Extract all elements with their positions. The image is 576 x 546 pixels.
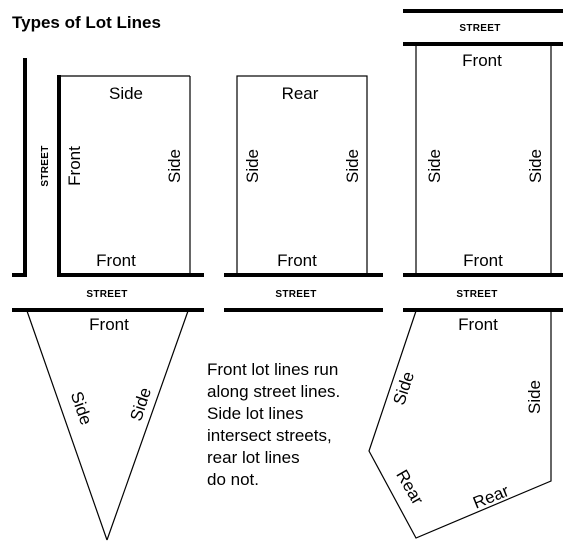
triangle-lot-side-line-right — [106, 310, 189, 541]
irregular-lot-right-label: Side — [525, 380, 544, 414]
street-label-row-left: STREET — [86, 289, 127, 300]
note-line: do not. — [207, 470, 259, 489]
irregular-lot-left-lower-label: Rear — [392, 467, 427, 509]
diagram-title: Types of Lot Lines — [12, 13, 161, 32]
note-line: intersect streets, — [207, 426, 332, 445]
irregular-lot-bottom-label: Rear — [470, 481, 512, 513]
irregular-lot-outline — [368, 310, 552, 539]
street-label-top-right: STREET — [459, 23, 500, 34]
note-line: Front lot lines run — [207, 360, 338, 379]
through-lot-left-label: Side — [425, 149, 444, 183]
corner-lot-bottom-label: Front — [96, 251, 136, 270]
note-line: Side lot lines — [207, 404, 303, 423]
through-lot-top-label: Front — [462, 51, 502, 70]
interior-lot-right-label: Side — [343, 149, 362, 183]
interior-lot-bottom-label: Front — [277, 251, 317, 270]
corner-lot-right-label: Side — [165, 149, 184, 183]
explanation-note: Front lot lines run along street lines. … — [207, 360, 340, 489]
through-lot-right-label: Side — [526, 149, 545, 183]
street-label-row-middle: STREET — [275, 289, 316, 300]
irregular-lot-top-label: Front — [458, 315, 498, 334]
note-line: rear lot lines — [207, 448, 300, 467]
street-label-row-right: STREET — [456, 289, 497, 300]
note-line: along street lines. — [207, 382, 340, 401]
corner-lot-left-label: Front — [65, 146, 84, 186]
interior-lot-left-label: Side — [243, 149, 262, 183]
street-label-vertical: STREET — [40, 145, 51, 186]
corner-lot-top-label: Side — [109, 84, 143, 103]
interior-lot-top-label: Rear — [282, 84, 319, 103]
triangle-lot-top-label: Front — [89, 315, 129, 334]
triangle-lot-left-label: Side — [67, 389, 96, 427]
irregular-lot-left-upper-label: Side — [389, 369, 418, 407]
triangle-lot-side-line-left — [26, 310, 108, 541]
through-lot-bottom-label: Front — [463, 251, 503, 270]
